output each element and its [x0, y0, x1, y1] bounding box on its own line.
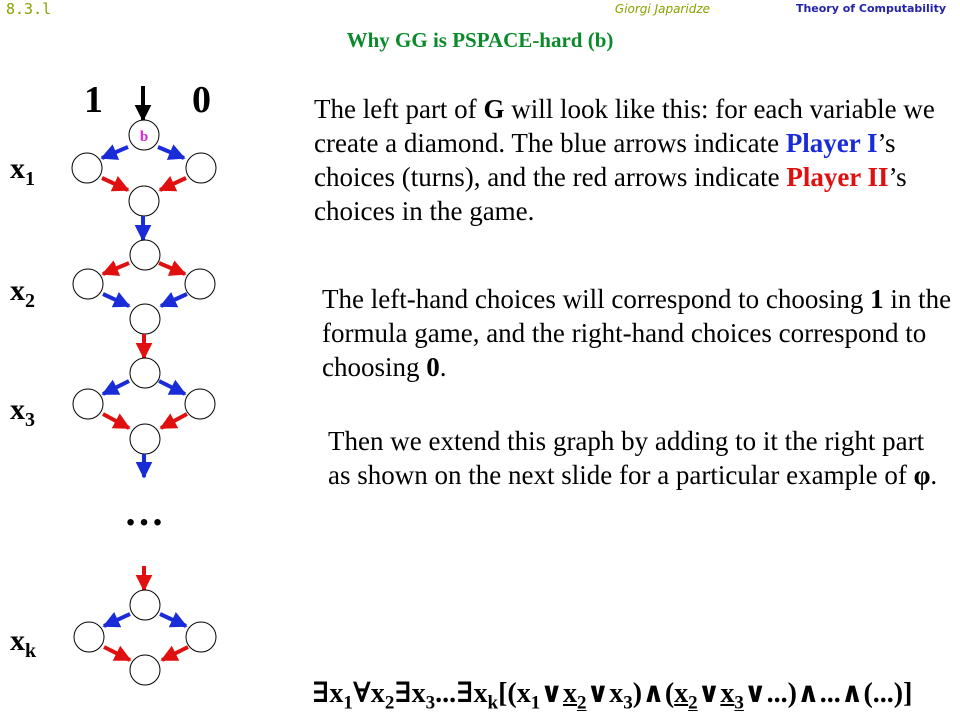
- p2-arrow: [158, 176, 187, 192]
- graph-node: [184, 388, 216, 420]
- p1-arrow: [102, 292, 131, 308]
- graph-node: [72, 388, 104, 420]
- graph-node: [129, 589, 161, 621]
- slide-title: Why GG is PSPACE-hard (b): [346, 28, 614, 52]
- graph-node: [72, 268, 104, 300]
- graph-node: [129, 357, 161, 389]
- graph-node: [184, 268, 216, 300]
- p1-arrow: [159, 612, 188, 628]
- start-node-label: b: [140, 129, 148, 145]
- graph-node: [185, 621, 217, 653]
- graph-node: [128, 119, 160, 151]
- p2-arrow: [160, 645, 189, 662]
- course-title: Theory of Computability: [795, 2, 946, 15]
- label-choice-one: 1: [84, 79, 103, 121]
- p2-arrow: [101, 176, 130, 192]
- p2-arrow: [101, 260, 130, 276]
- variable-label-x2: x2: [10, 274, 35, 312]
- graph-node: [129, 423, 161, 455]
- graph-node: [129, 654, 161, 686]
- diamond-xk: [73, 589, 217, 686]
- graph-node: [129, 303, 161, 335]
- diamond-x3: [72, 357, 216, 455]
- p1-arrow: [158, 379, 187, 396]
- diamond-x2: [72, 239, 216, 335]
- ellipsis: …: [124, 489, 166, 534]
- paragraph-diamonds: The left part of G will look like this: …: [314, 94, 935, 226]
- slide-number: 8.3.l: [6, 0, 52, 18]
- variable-label-x3: x3: [10, 393, 35, 431]
- label-choice-zero: 0: [192, 79, 211, 121]
- p2-arrow: [102, 412, 131, 430]
- variable-label-xk: xk: [10, 624, 37, 662]
- paragraph-choices: The left-hand choices will correspond to…: [322, 284, 952, 382]
- graph-node: [71, 152, 103, 184]
- p1-arrow: [157, 144, 186, 160]
- graph-node: [129, 239, 161, 271]
- p1-arrow: [159, 292, 188, 308]
- graph-node: [128, 185, 160, 217]
- graph-node: [185, 152, 217, 184]
- p2-arrow: [103, 645, 132, 662]
- graph-node: [73, 621, 105, 653]
- formula: ∃x1∀x2∃x3...∃xk[(x1∨x2∨x3)∧(x2∨x3∨...)∧.…: [312, 678, 913, 714]
- paragraph-extension: Then we extend this graph by adding to i…: [328, 426, 938, 490]
- p2-arrow: [158, 260, 187, 276]
- variable-label-x1: x1: [10, 152, 35, 190]
- p2-arrow: [159, 412, 188, 430]
- p1-arrow: [100, 144, 129, 160]
- diamond-x1: [71, 119, 217, 217]
- p1-arrow: [102, 612, 131, 628]
- p1-arrow: [101, 379, 130, 396]
- author-name: Giorgi Japaridze: [614, 2, 710, 16]
